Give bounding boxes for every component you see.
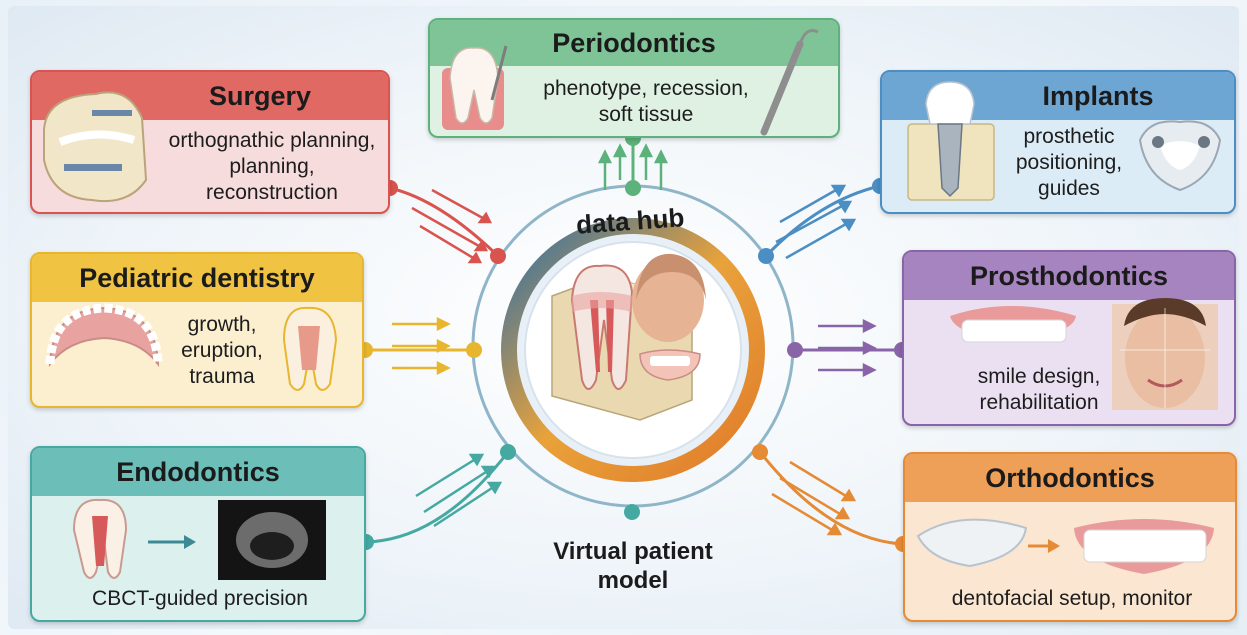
orthodontics-card: Orthodontics dentofacial setup, monitor [903,452,1237,622]
virtual-patient-model-title: Virtual patient model [538,537,728,595]
implants-flow-arrows [776,186,854,258]
pediatric-flow-arrows [392,319,448,373]
prosthodontics-description: smile design, rehabilitation [944,364,1134,416]
endodontics-connector [366,452,508,542]
orthodontics-title: Orthodontics [905,454,1235,502]
periodontics-description: phenotype, recession, soft tissue [526,76,766,128]
implants-description: prosthetic positioning, guides [994,124,1144,202]
endodontics-title: Endodontics [32,448,364,496]
implants-card: Implants prosthetic positioning, guides [880,70,1236,214]
surgery-description: orthognathic planning, planning, reconst… [152,128,390,206]
endodontics-flow-arrows [416,455,500,526]
implants-title: Implants [882,72,1234,120]
endodontics-description: CBCT-guided precision [52,586,348,612]
surgery-card: Surgery orthognathic planning, planning,… [30,70,390,214]
surgery-title: Surgery [32,72,388,120]
periodontics-title: Periodontics [430,20,838,66]
periodontics-card: Periodontics phenotype, recession, soft … [428,18,840,138]
orthodontics-flow-arrows [772,462,854,534]
prosthodontics-title: Prosthodontics [904,252,1234,300]
orthodontics-description: dentofacial setup, monitor [911,586,1233,612]
pediatric-dentistry-card: Pediatric dentistry growth, eruption, tr… [30,252,364,408]
pediatric-dentistry-description: growth, eruption, trauma [172,312,272,390]
prosthodontics-flow-arrows [818,321,874,375]
prosthodontics-card: Prosthodontics smile design, rehabilitat… [902,250,1236,426]
pediatric-dentistry-title: Pediatric dentistry [32,254,362,302]
endodontics-card: Endodontics CBCT-guided precision [30,446,366,622]
